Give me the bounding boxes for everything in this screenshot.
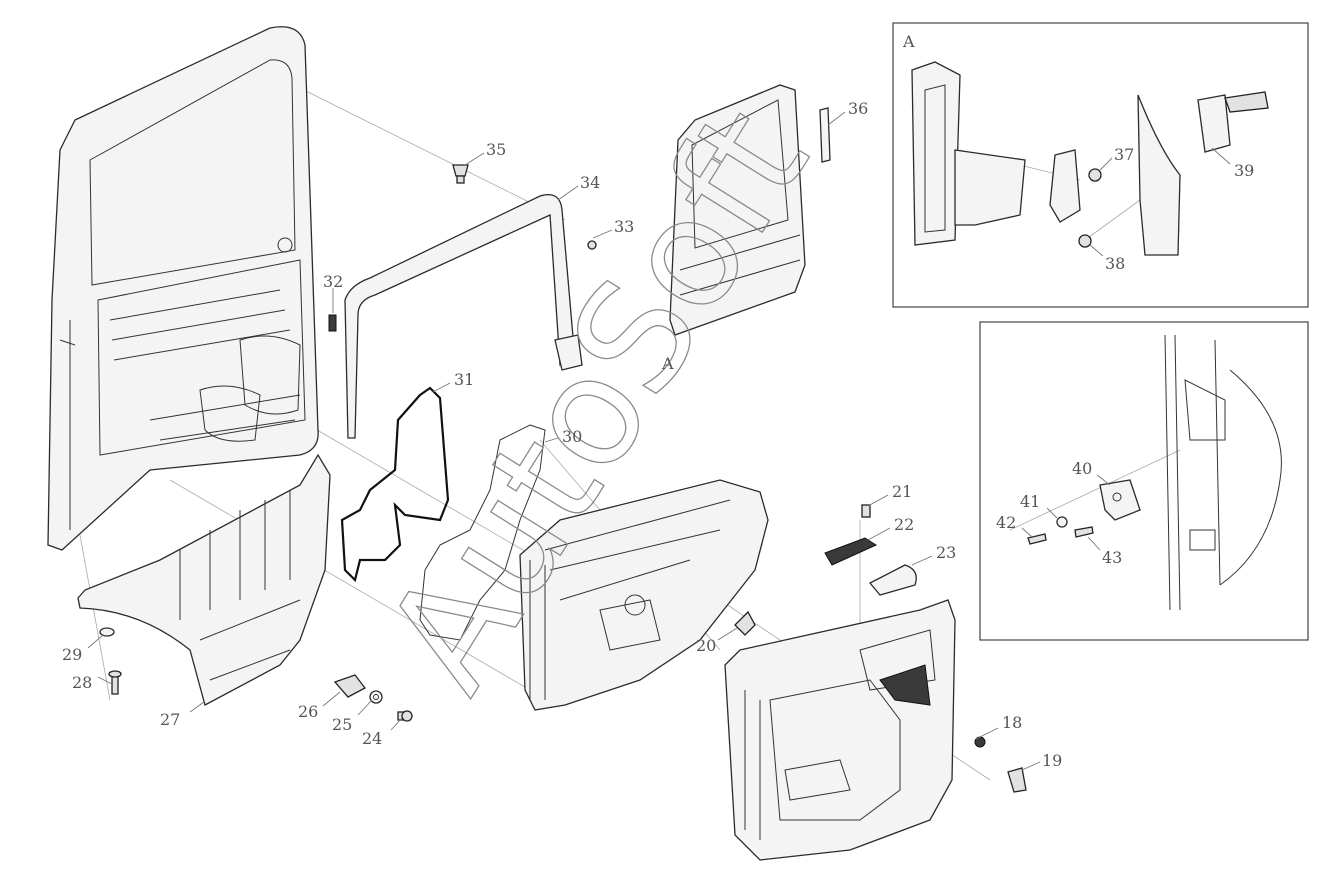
handle-parts-21-23 — [824, 504, 917, 596]
detail-box-hinge — [892, 22, 1309, 308]
callout-31: 31 — [454, 370, 474, 389]
callout-39: 39 — [1234, 161, 1254, 180]
door-seal-31 — [340, 386, 450, 583]
callout-23: 23 — [936, 543, 956, 562]
door-frame — [47, 26, 319, 551]
callout-29: 29 — [62, 645, 82, 664]
fastener-28-29 — [99, 627, 122, 695]
callout-32: 32 — [323, 272, 343, 291]
clip-35 — [452, 164, 469, 184]
cap-18-19 — [974, 736, 1027, 793]
callout-30: 30 — [562, 427, 582, 446]
callout-leaders — [87, 111, 1231, 771]
callout-36: 36 — [848, 99, 868, 118]
callout-18: 18 — [1002, 713, 1022, 732]
clip-20 — [734, 610, 756, 636]
callout-42: 42 — [996, 513, 1016, 532]
callout-40: 40 — [1072, 459, 1092, 478]
door-overview-thumbnail — [669, 84, 831, 336]
detail-box-bracket — [979, 321, 1309, 641]
callout-21: 21 — [892, 482, 912, 501]
callout-25: 25 — [332, 715, 352, 734]
window-run-channel — [344, 193, 583, 439]
callout-37: 37 — [1114, 145, 1134, 164]
screw-33 — [587, 240, 597, 250]
callout-43: 43 — [1102, 548, 1122, 567]
callout-20: 20 — [696, 636, 716, 655]
callout-28: 28 — [72, 673, 92, 692]
callout-35: 35 — [486, 140, 506, 159]
watershield-30 — [419, 424, 546, 641]
inner-door-carrier — [519, 479, 769, 711]
callout-33: 33 — [614, 217, 634, 236]
detail-label-a: A — [902, 32, 915, 51]
callout-26: 26 — [298, 702, 318, 721]
lower-trim-panel — [77, 453, 331, 706]
callout-19: 19 — [1042, 751, 1062, 770]
callout-34: 34 — [580, 173, 600, 192]
callout-38: 38 — [1105, 254, 1125, 273]
callout-27: 27 — [160, 710, 180, 729]
fastener-24-25-26 — [333, 674, 413, 722]
callout-41: 41 — [1020, 492, 1040, 511]
clip-32 — [328, 314, 337, 332]
door-trim-panel — [724, 599, 956, 861]
callout-24: 24 — [362, 729, 382, 748]
detail-label-a-ref: A — [661, 354, 674, 373]
callout-22: 22 — [894, 515, 914, 534]
